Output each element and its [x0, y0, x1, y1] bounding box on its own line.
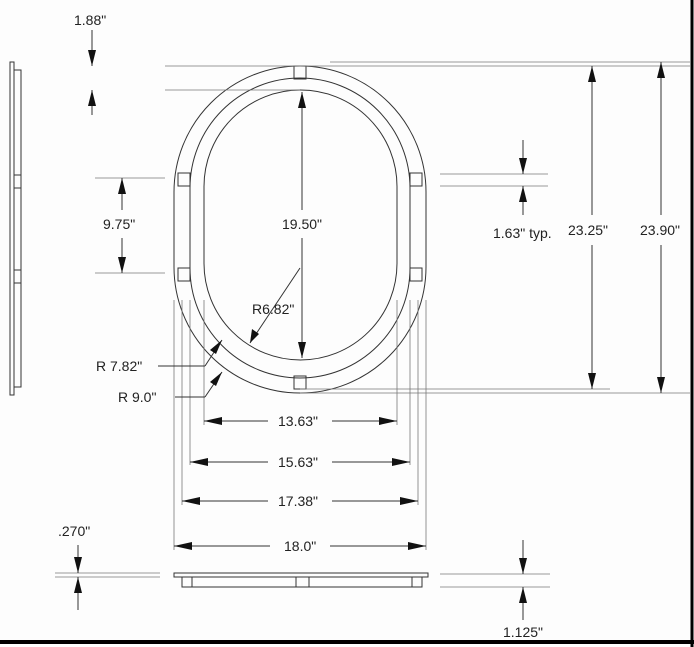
dim-flange-thickness: .270" [58, 523, 90, 539]
dim-tab-width: 1.63" typ. [493, 225, 552, 241]
dim-middle-radius: R 7.82" [96, 358, 142, 374]
ring-plan-view [173, 65, 427, 394]
inner-ring [203, 89, 398, 361]
dim-inner-width: 13.63" [278, 413, 318, 429]
tab [293, 65, 307, 80]
tab [177, 172, 191, 187]
outer-ring [173, 65, 427, 394]
dim-ring-width: 1.88" [74, 12, 106, 28]
dim-outer-radius: R 9.0" [118, 389, 156, 405]
tab [409, 267, 423, 282]
dim-flange-width: 17.38" [278, 493, 318, 509]
extension-lines [55, 61, 690, 588]
arrowheads [74, 50, 665, 603]
tab [177, 267, 191, 282]
tab [409, 172, 423, 187]
dim-inner-length: 19.50" [282, 216, 322, 232]
dim-outer-width: 18.0" [284, 538, 316, 554]
dim-middle-width: 15.63" [278, 454, 318, 470]
dim-middle-length: 23.25" [568, 222, 608, 238]
dim-inner-radius: R6.82" [252, 301, 294, 317]
side-view [9, 61, 22, 396]
dim-tab-spacing: 9.75" [103, 216, 135, 232]
edge-view [173, 572, 429, 588]
dim-outer-length: 23.90" [640, 222, 680, 238]
dim-overall-height: 1.125" [503, 624, 543, 640]
